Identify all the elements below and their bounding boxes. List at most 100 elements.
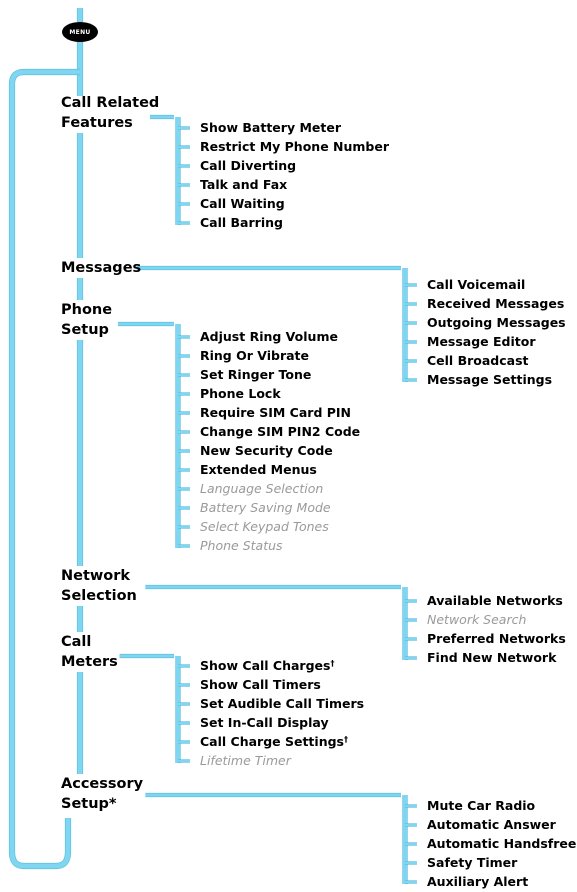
menu-item[interactable]: Restrict My Phone Number — [200, 137, 389, 156]
return-loop-connector — [8, 68, 80, 870]
menu-item[interactable]: Talk and Fax — [200, 175, 287, 194]
menu-item[interactable]: Show Battery Meter — [200, 118, 341, 137]
menu-item-label: Mute Car Radio — [427, 798, 536, 813]
menu-item-label: Call Barring — [200, 215, 283, 230]
menu-item[interactable]: Show Call Timers — [200, 675, 321, 694]
menu-item-label: Extended Menus — [200, 462, 317, 477]
category-0-label-line: Features — [61, 115, 133, 131]
category-2-label-line: Phone — [61, 302, 113, 318]
menu-item-label: Received Messages — [427, 296, 565, 311]
menu-item-label: Outgoing Messages — [427, 315, 566, 330]
menu-item-label: Lifetime Timer — [200, 753, 291, 768]
menu-item[interactable]: Ring Or Vibrate — [200, 346, 309, 365]
menu-item-label: Set In-Call Display — [200, 715, 329, 730]
menu-item[interactable]: Phone Status — [200, 536, 283, 555]
menu-item-label: Set Audible Call Timers — [200, 696, 365, 711]
menu-item[interactable]: Set Audible Call Timers — [200, 694, 364, 713]
menu-item[interactable]: Cell Broadcast — [427, 351, 529, 370]
menu-item[interactable]: Safety Timer — [427, 853, 517, 872]
menu-item[interactable]: Call Charge Settings† — [200, 732, 348, 751]
menu-item-label: Call Waiting — [200, 196, 285, 211]
menu-item-label: Battery Saving Mode — [200, 500, 331, 515]
menu-item[interactable]: Preferred Networks — [427, 629, 566, 648]
menu-item-label: Ring Or Vibrate — [200, 348, 309, 363]
menu-item-label: Phone Lock — [200, 386, 281, 401]
menu-item-label: Require SIM Card PIN — [200, 405, 352, 420]
menu-item-label: Automatic Handsfree — [427, 836, 577, 851]
category-0-label-line: Call Related — [61, 95, 160, 111]
menu-item[interactable]: Automatic Handsfree — [427, 834, 576, 853]
menu-item[interactable]: Extended Menus — [200, 460, 317, 479]
menu-item[interactable]: Battery Saving Mode — [200, 498, 331, 517]
menu-item-label: Select Keypad Tones — [200, 519, 329, 534]
menu-item[interactable]: Received Messages — [427, 294, 564, 313]
menu-item-label: Call Diverting — [200, 158, 297, 173]
menu-item[interactable]: Call Diverting — [200, 156, 296, 175]
category-4-label-line: Meters — [61, 654, 118, 670]
menu-item[interactable]: Message Editor — [427, 332, 536, 351]
menu-item-label: New Security Code — [200, 443, 333, 458]
menu-item-label: Adjust Ring Volume — [200, 329, 338, 344]
category-5-label-line: Setup* — [61, 796, 117, 812]
menu-item-label: Set Ringer Tone — [200, 367, 312, 382]
footnote-mark: † — [343, 735, 348, 744]
menu-item-label: Available Networks — [427, 593, 563, 608]
menu-item[interactable]: Auxiliary Alert — [427, 872, 528, 891]
menu-item-label: Preferred Networks — [427, 631, 566, 646]
menu-item-label: Network Search — [427, 612, 527, 627]
menu-item[interactable]: Change SIM PIN2 Code — [200, 422, 360, 441]
menu-item[interactable]: Call Voicemail — [427, 275, 525, 294]
category-1-label-line: Messages — [61, 260, 142, 276]
category-4-label-line: Call — [61, 634, 92, 650]
menu-item-label: Restrict My Phone Number — [200, 139, 389, 154]
menu-item[interactable]: Network Search — [427, 610, 526, 629]
menu-item-label: Change SIM PIN2 Code — [200, 424, 361, 439]
menu-item[interactable]: Available Networks — [427, 591, 563, 610]
category-3-label-line: Network — [61, 568, 131, 584]
category-3-label-line: Selection — [61, 588, 137, 604]
menu-item-label: Automatic Answer — [427, 817, 556, 832]
menu-item[interactable]: Find New Network — [427, 648, 556, 667]
menu-item[interactable]: Call Barring — [200, 213, 283, 232]
category-5-label-line: Accessory — [61, 776, 144, 792]
menu-item[interactable]: Select Keypad Tones — [200, 517, 329, 536]
menu-item[interactable]: Set In-Call Display — [200, 713, 329, 732]
menu-item-label: Message Editor — [427, 334, 536, 349]
menu-item[interactable]: Set Ringer Tone — [200, 365, 311, 384]
menu-item[interactable]: New Security Code — [200, 441, 333, 460]
menu-item[interactable]: Lifetime Timer — [200, 751, 291, 770]
menu-item[interactable]: Require SIM Card PIN — [200, 403, 351, 422]
menu-item-label: Auxiliary Alert — [427, 874, 529, 889]
menu-item[interactable]: Language Selection — [200, 479, 323, 498]
menu-item-label: Language Selection — [200, 481, 324, 496]
menu-item[interactable]: Adjust Ring Volume — [200, 327, 338, 346]
menu-item-label: Find New Network — [427, 650, 557, 665]
menu-item[interactable]: Call Waiting — [200, 194, 285, 213]
menu-item-label: Safety Timer — [427, 855, 518, 870]
menu-item[interactable]: Phone Lock — [200, 384, 281, 403]
menu-item-label: Call Charge Settings — [200, 734, 344, 749]
menu-item[interactable]: Mute Car Radio — [427, 796, 535, 815]
menu-item[interactable]: Message Settings — [427, 370, 552, 389]
category-1-label: Messages — [61, 258, 141, 278]
menu-item-label: Show Battery Meter — [200, 120, 341, 135]
footnote-mark: † — [330, 659, 335, 668]
menu-item[interactable]: Show Call Charges† — [200, 656, 334, 675]
menu-item[interactable]: Automatic Answer — [427, 815, 556, 834]
category-2-label-line: Setup — [61, 322, 109, 338]
menu-item-label: Call Voicemail — [427, 277, 526, 292]
menu-item-label: Talk and Fax — [200, 177, 288, 192]
menu-item-label: Message Settings — [427, 372, 553, 387]
menu-item-label: Show Call Charges — [200, 658, 331, 673]
menu-button-label: MENU — [69, 28, 91, 36]
menu-item-label: Cell Broadcast — [427, 353, 529, 368]
menu-item[interactable]: Outgoing Messages — [427, 313, 566, 332]
menu-button-icon[interactable]: MENU — [62, 22, 98, 42]
menu-item-label: Phone Status — [200, 538, 283, 553]
